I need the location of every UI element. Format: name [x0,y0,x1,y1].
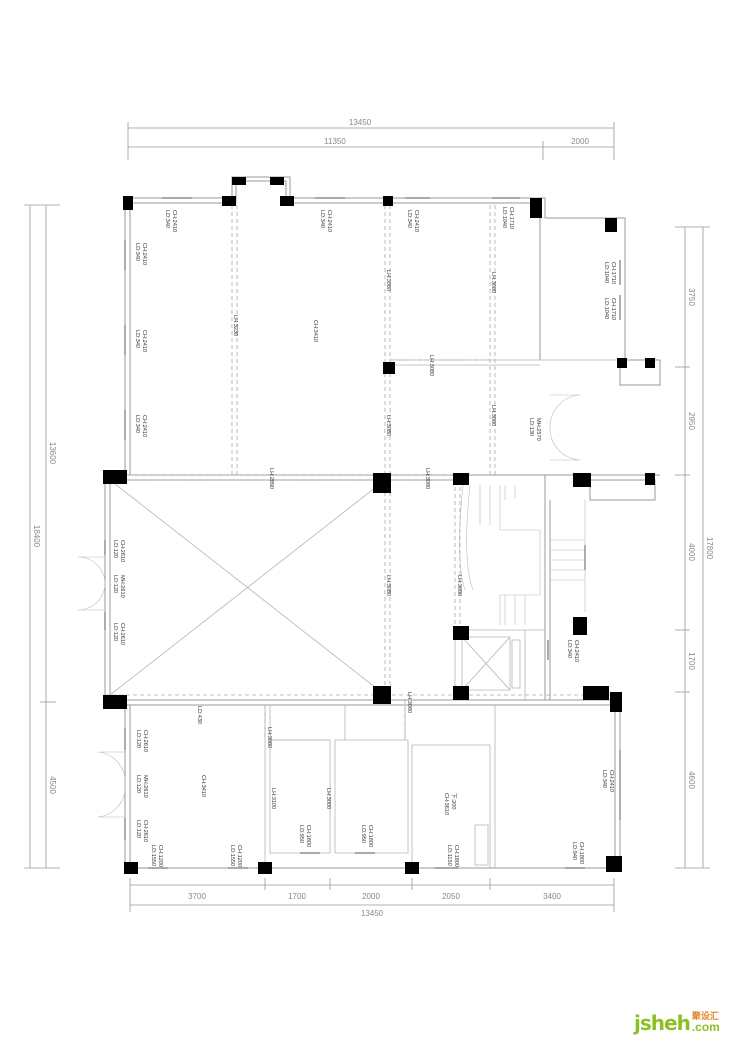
beam-label: LH:3230 [232,315,238,336]
jsheh-logo: jsheh 聚设汇 .com [634,1011,720,1035]
columns [103,177,655,874]
beam-label: LH:3080 [266,727,272,748]
window-label: CH:2410LD:340 [601,770,614,792]
window-label: CH:1800LD:950 [360,825,373,847]
window-label: CH:2610LD:120 [112,540,125,562]
logo-main-text: jsheh [634,1011,691,1035]
window-label: CH:1710LD:1040 [501,207,514,229]
room-labels: CH:2410LD:340 CH:2410LD:340 CH:2410LD:34… [112,207,616,867]
beam-label: LH:3080 [424,468,430,489]
window-label: CH:1200LD:1550 [150,845,163,867]
beam-label: LH:3080 [490,405,496,426]
dimension-lines [24,122,710,912]
dim-right: 3750 [687,288,696,306]
room-height-label: CH:3410 [312,320,318,342]
dashed-beams [105,205,620,740]
dim-right: 2950 [687,412,696,430]
window-label: CH:2410LD:340 [164,210,177,232]
dim-bottom: 2050 [442,892,460,901]
dim-bottom: 2000 [362,892,380,901]
windows [104,197,621,869]
dim-right: 4600 [687,771,696,789]
window-label: CH:1800LD:1150 [446,845,459,867]
window-label: CH:2410LD:340 [134,330,147,352]
beam-label: LH:3080 [456,575,462,596]
beam-label: LH:3080 [406,692,412,713]
window-label: CH:2610LD:120 [135,820,148,842]
beam-label: LH:3080 [428,355,434,376]
dim-bottom: 3400 [543,892,561,901]
beam-label: LH:3080 [385,415,391,436]
dim-left-a: 13600 [48,442,57,465]
room-height-label: 下:200CH:3610 [443,793,457,815]
walls [77,176,661,869]
beam-label: LH:3080 [490,272,496,293]
door-label: MH:2570LD:130 [528,418,541,441]
window-label: CH:2610LD:120 [135,730,148,752]
dim-top-a: 11350 [324,137,346,146]
window-label: CH:1800LD:940 [571,842,584,864]
beam-label: LH:2890 [268,468,274,489]
dim-top-b: 2000 [571,137,589,146]
dim-left-b: 4500 [48,776,57,794]
dim-bottom: 3700 [188,892,206,901]
window-label: CH:1710LD:1040 [603,298,616,320]
beam-label: LD:430 [196,706,202,724]
door-label: MH:2610LD:120 [112,575,125,598]
window-label: CH:2410LD:340 [134,415,147,437]
beam-label: LH:3000 [325,788,331,809]
dim-top-total: 13450 [349,118,372,127]
dim-bottom: 1700 [288,892,306,901]
window-label: CH:1710LD:1040 [603,262,616,284]
dim-bottom-total: 13450 [361,909,384,918]
window-label: CH:2410LD:340 [319,210,332,232]
dim-right-total: 17800 [705,537,714,560]
window-label: CH:1800LD:950 [298,825,311,847]
dim-right: 1700 [687,652,696,670]
beam-label: LH:3080 [385,575,391,596]
window-label: CH:2410LD:340 [566,640,579,662]
beam-label: LH:3100 [270,788,276,809]
dim-left-total: 18400 [32,525,41,548]
window-label: CH:2410LD:340 [406,210,419,232]
logo-com-text: .com [691,1020,720,1034]
window-label: CH:1200LD:1550 [229,845,242,867]
window-label: CH:2410LD:340 [134,243,147,265]
room-height-label: CH:3410 [200,775,206,797]
window-label: CH:2610LD:120 [112,623,125,645]
dim-right: 4000 [687,543,696,561]
logo-cn-text: 聚设汇 [691,1011,719,1021]
door-label: MH:2610LD:120 [135,775,148,798]
beam-label: LH:3080 [385,270,391,291]
